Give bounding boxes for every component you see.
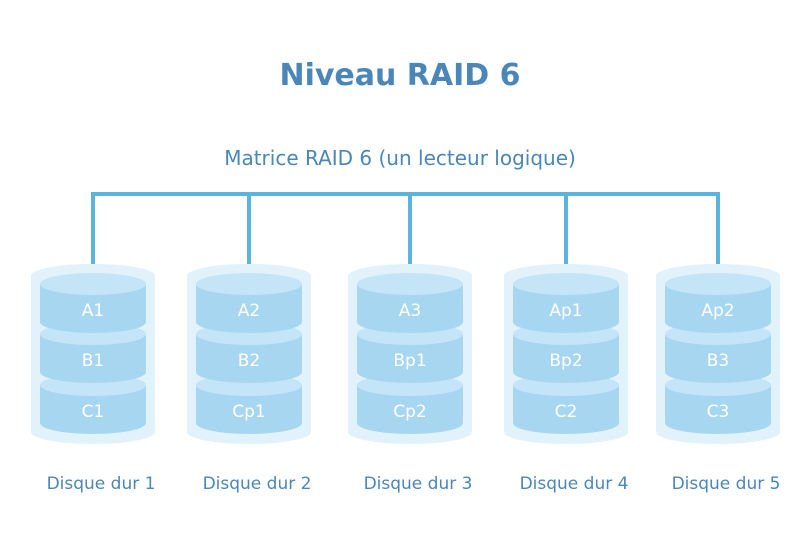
data-block-label: C2: [555, 402, 578, 422]
diagram-title: Niveau RAID 6: [279, 58, 521, 93]
platter-top: [665, 273, 771, 295]
data-block-label: Cp2: [393, 402, 426, 422]
data-block-label: Ap1: [549, 301, 582, 321]
data-block-label: B2: [238, 351, 260, 371]
platter-side: [357, 334, 463, 383]
platter-side: [196, 284, 302, 333]
data-block-label: B3: [707, 351, 729, 371]
platter-side: [513, 334, 619, 383]
platter-side: [196, 334, 302, 383]
data-block-label: Ap2: [701, 301, 734, 321]
data-block-label: Bp2: [549, 351, 582, 371]
platter-side: [513, 385, 619, 434]
data-block-label: A1: [82, 301, 104, 321]
data-block-label: B1: [82, 351, 104, 371]
platter-top: [196, 273, 302, 295]
platter-side: [40, 284, 146, 333]
platter-side: [196, 385, 302, 434]
platter-top: [357, 273, 463, 295]
array-label: Matrice RAID 6 (un lecteur logique): [224, 146, 576, 170]
disk-label-4: Disque dur 4: [519, 474, 629, 494]
data-block-label: C3: [707, 402, 730, 422]
disk-label-5: Disque dur 5: [671, 474, 781, 494]
data-block-label: C1: [82, 402, 105, 422]
platter-side: [357, 385, 463, 434]
platter-side: [665, 334, 771, 383]
data-block-label: Cp1: [232, 402, 265, 422]
data-block-label: Bp1: [393, 351, 426, 371]
disk-label-2: Disque dur 2: [202, 474, 312, 494]
disk-label-3: Disque dur 3: [363, 474, 473, 494]
platter-side: [40, 385, 146, 434]
disk-label-1: Disque dur 1: [46, 474, 156, 494]
platter-side: [665, 284, 771, 333]
platter-side: [357, 284, 463, 333]
platter-side: [665, 385, 771, 434]
platter-top: [513, 273, 619, 295]
data-block-label: A2: [238, 301, 260, 321]
platter-side: [513, 284, 619, 333]
platter-top: [40, 273, 146, 295]
data-block-label: A3: [399, 301, 421, 321]
platter-side: [40, 334, 146, 383]
